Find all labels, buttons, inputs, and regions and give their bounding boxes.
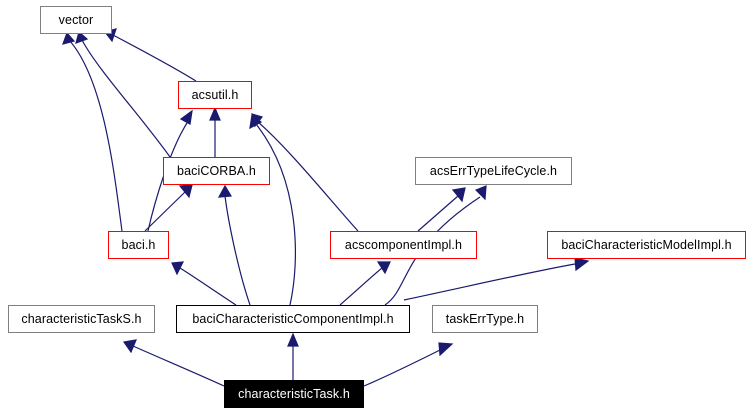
node-acscomponentImpl-h[interactable]: acscomponentImpl.h (330, 231, 477, 259)
edge-characteristicTask-to-characteristicTaskS (132, 345, 225, 387)
edge-bcci-to-baci (179, 267, 237, 306)
arrowhead-baci-to-baciCORBA (178, 184, 193, 199)
edge-bcci-to-acsErrTypeLifeCycle (384, 196, 481, 306)
arrowhead-bcci-to-baci (171, 261, 185, 276)
node-label-characteristicTaskS-h: characteristicTaskS.h (21, 311, 142, 326)
edge-baci-to-baciCORBA (144, 191, 186, 232)
arrowhead-baci-to-vector (62, 31, 76, 45)
edge-bcci-to-baciCORBA (224, 195, 251, 306)
edge-acsutil-to-vector (112, 34, 197, 82)
edge-acscomponentImpl-to-acsutil (257, 121, 359, 232)
node-label-vector: vector (58, 12, 94, 27)
node-vector[interactable]: vector (40, 6, 112, 34)
arrowhead-bcci-to-acscomponentImpl (376, 261, 391, 275)
node-label-acsErrTypeLifeCycle-h: acsErrTypeLifeCycle.h (429, 163, 558, 178)
node-label-baciCORBA-h: baciCORBA.h (177, 163, 256, 178)
arrowhead-bcci-to-acsErrTypeLifeCycle (474, 185, 487, 201)
edge-bcci-to-baciCharacteristicModelImpl (403, 263, 576, 301)
node-label-baciCharacteristicModelImpl-h: baciCharacteristicModelImpl.h (561, 237, 732, 252)
edge-baci-to-vector (68, 39, 123, 232)
node-label-taskErrType-h: taskErrType.h (445, 311, 525, 326)
node-taskErrType-h[interactable]: taskErrType.h (432, 305, 538, 333)
node-label-characteristicTask-h: characteristicTask.h (238, 386, 350, 401)
node-baciCharacteristicModelImpl-h[interactable]: baciCharacteristicModelImpl.h (547, 231, 746, 259)
arrowhead-characteristicTask-to-characteristicTaskS (122, 339, 137, 354)
node-baciCORBA-h[interactable]: baciCORBA.h (163, 157, 270, 185)
arrowhead-acscomponentImpl-to-acsErrTypeLifeCycle (451, 187, 466, 203)
arrowhead-characteristicTask-to-taskErrType (438, 342, 454, 357)
edge-acscomponentImpl-to-acsErrTypeLifeCycle (417, 195, 459, 232)
node-acsutil-h[interactable]: acsutil.h (178, 81, 252, 109)
node-label-baci-h: baci.h (121, 237, 156, 252)
edge-baciCORBA-to-vector (81, 39, 171, 158)
node-characteristicTaskS-h[interactable]: characteristicTaskS.h (8, 305, 155, 333)
edge-bcci-to-acsutil (255, 123, 297, 306)
edge-bcci-to-acscomponentImpl (339, 267, 383, 306)
arrowhead-baciCORBA-to-vector (75, 30, 89, 44)
node-characteristicTask-h[interactable]: characteristicTask.h (224, 380, 364, 408)
arrowhead-baci-to-acsutil (179, 109, 193, 125)
arrowhead-baciCORBA-to-acsutil (209, 106, 221, 121)
node-label-acscomponentImpl-h: acscomponentImpl.h (344, 237, 463, 252)
arrowhead-acscomponentImpl-to-acsutil (251, 113, 264, 128)
edge-characteristicTask-to-taskErrType (363, 348, 443, 387)
arrowhead-bcci-to-baciCharacteristicModelImpl (574, 257, 590, 272)
node-baci-h[interactable]: baci.h (108, 231, 169, 259)
node-label-baciCharacteristicComponentImpl-h: baciCharacteristicComponentImpl.h (192, 311, 394, 326)
node-label-acsutil-h: acsutil.h (191, 87, 239, 102)
node-acsErrTypeLifeCycle-h[interactable]: acsErrTypeLifeCycle.h (415, 157, 572, 185)
node-baciCharacteristicComponentImpl-h[interactable]: baciCharacteristicComponentImpl.h (176, 305, 410, 333)
arrowhead-characteristicTask-to-bcci (287, 332, 299, 347)
arrowhead-bcci-to-baciCORBA (217, 184, 233, 198)
